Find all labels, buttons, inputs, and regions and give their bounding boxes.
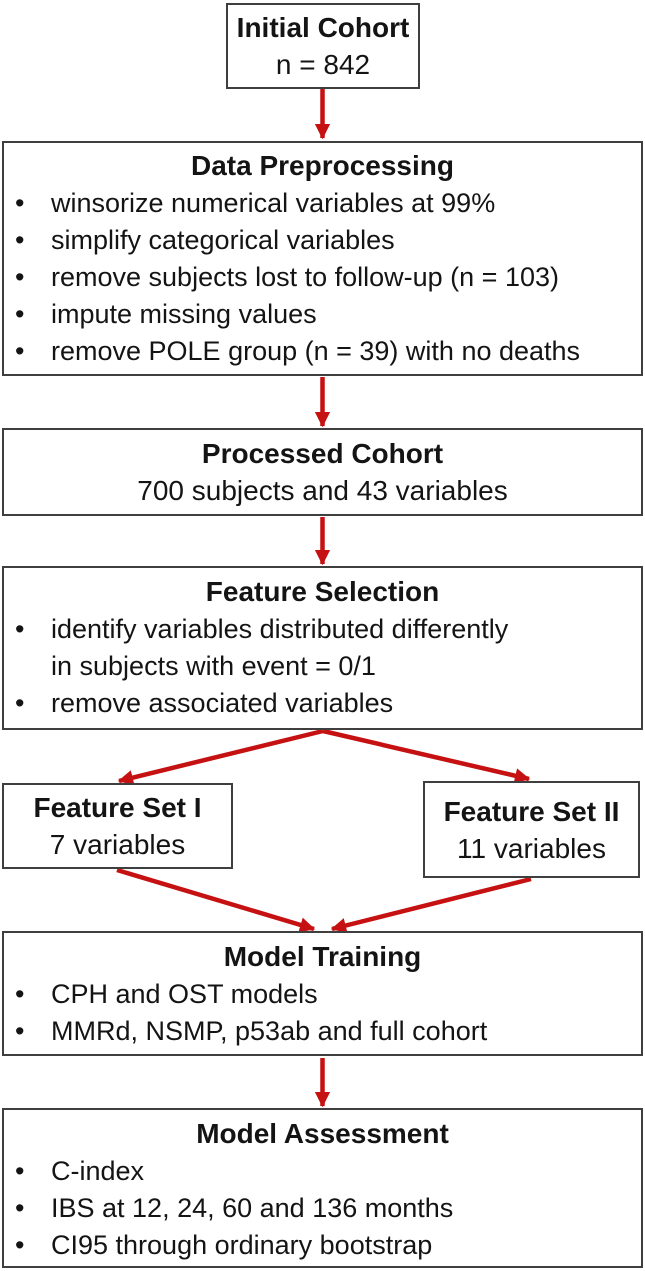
node-subtitle: 7 variables — [49, 829, 186, 860]
bullet-text: IBS at 12, 24, 60 and 136 months — [51, 1193, 454, 1223]
bullet-list: winsorize numerical variables at 99% sim… — [4, 185, 641, 370]
node-initial-cohort: Initial Cohort n = 842 — [226, 3, 420, 89]
bullet-item: remove POLE group (n = 39) with no death… — [4, 333, 641, 370]
node-model-assessment: Model Assessment C-index IBS at 12, 24, … — [2, 1108, 643, 1268]
node-title: Data Preprocessing — [191, 150, 454, 181]
node-subtitle: 11 variables — [457, 832, 606, 864]
bullet-item: CPH and OST models — [4, 976, 641, 1013]
bullet-list: CPH and OST models MMRd, NSMP, p53ab and… — [4, 976, 641, 1050]
bullet-text: remove POLE group (n = 39) with no death… — [51, 336, 581, 366]
node-title: Model Training — [223, 941, 422, 972]
bullet-item: CI95 through ordinary bootstrap — [4, 1227, 641, 1264]
bullet-text: CPH and OST models — [51, 979, 318, 1009]
bullet-item: impute missing values — [4, 296, 641, 333]
bullet-text: CI95 through ordinary bootstrap — [51, 1230, 433, 1260]
bullet-text: impute missing values — [51, 299, 317, 329]
arrow-featureselection-to-featureset1 — [117, 728, 324, 786]
bullet-item: winsorize numerical variables at 99% — [4, 185, 641, 222]
bullet-text: simplify categorical variables — [51, 225, 395, 255]
bullet-text: MMRd, NSMP, p53ab and full cohort — [51, 1016, 488, 1046]
bullet-item: C-index — [4, 1153, 641, 1190]
bullet-item: remove associated variables — [4, 685, 641, 722]
arrow-featureselection-to-featureset2 — [322, 728, 531, 784]
bullet-item: identify variables distributed different… — [4, 611, 641, 685]
arrow-featureset1-to-training — [116, 867, 316, 933]
bullet-text: identify variables distributed different… — [51, 614, 509, 681]
node-subtitle: 700 subjects and 43 variables — [137, 475, 508, 506]
node-processed-cohort: Processed Cohort 700 subjects and 43 var… — [2, 428, 643, 516]
bullet-item: MMRd, NSMP, p53ab and full cohort — [4, 1013, 641, 1050]
node-title: Model Assessment — [196, 1118, 449, 1149]
node-title: Processed Cohort — [201, 438, 444, 469]
node-title: Feature Selection — [205, 576, 440, 607]
arrow-featureset2-to-training — [330, 876, 532, 933]
node-feature-set-2: Feature Set II 11 variables — [423, 781, 640, 878]
bullet-text: remove associated variables — [51, 688, 394, 718]
bullet-text: winsorize numerical variables at 99% — [51, 188, 496, 218]
bullet-text: remove subjects lost to follow-up (n = 1… — [51, 262, 559, 292]
node-subtitle: n = 842 — [275, 49, 371, 80]
bullet-list: identify variables distributed different… — [4, 611, 641, 722]
bullet-item: remove subjects lost to follow-up (n = 1… — [4, 259, 641, 296]
node-title: Feature Set I — [33, 792, 202, 823]
bullet-list: C-index IBS at 12, 24, 60 and 136 months… — [4, 1153, 641, 1264]
node-feature-selection: Feature Selection identify variables dis… — [2, 566, 643, 730]
node-title: Feature Set II — [443, 795, 620, 827]
bullet-item: IBS at 12, 24, 60 and 136 months — [4, 1190, 641, 1227]
node-data-preprocessing: Data Preprocessing winsorize numerical v… — [2, 141, 643, 376]
bullet-text: C-index — [51, 1156, 145, 1186]
node-title: Initial Cohort — [236, 12, 410, 43]
node-model-training: Model Training CPH and OST models MMRd, … — [2, 931, 643, 1056]
bullet-item: simplify categorical variables — [4, 222, 641, 259]
node-feature-set-1: Feature Set I 7 variables — [2, 783, 233, 869]
